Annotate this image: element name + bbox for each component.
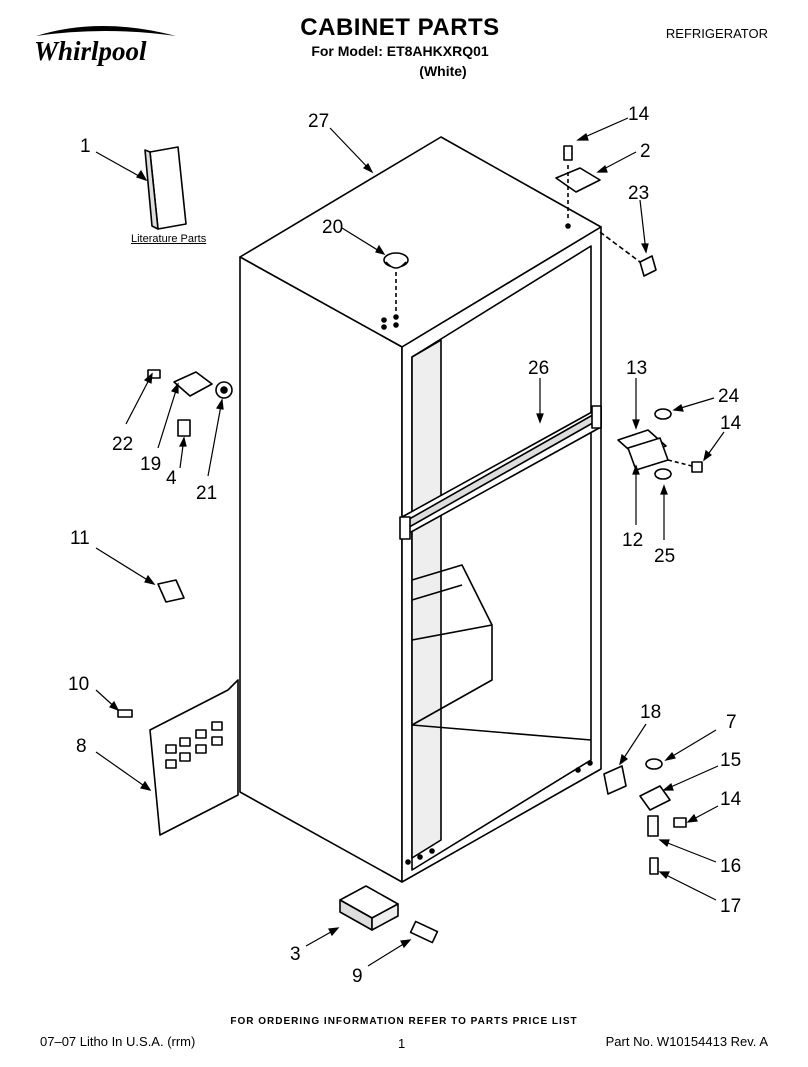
callout-12: 12: [622, 530, 643, 551]
callout-1: 1: [80, 136, 91, 157]
callout-14-center: 14: [720, 413, 742, 434]
callout-26: 26: [528, 358, 549, 379]
category-label: REFRIGERATOR: [665, 26, 768, 41]
cabinet-part: [239, 136, 602, 883]
hinge-cap-part: [599, 231, 657, 277]
callout-23: 23: [628, 183, 649, 204]
leveling-roller-part: [339, 885, 439, 944]
left-hinge-assembly-part: [147, 369, 233, 437]
page-number: 1: [398, 1036, 406, 1051]
callout-20: 20: [322, 217, 343, 238]
divider-rail-part: [399, 405, 602, 540]
color-line: (White): [419, 63, 467, 79]
callout-13: 13: [626, 358, 647, 379]
center-hinge-part: [617, 408, 703, 480]
page-title: CABINET PARTS: [300, 14, 500, 41]
callout-7: 7: [726, 712, 737, 733]
model-line: For Model: ET8AHKXRQ01: [311, 43, 489, 59]
whirlpool-logo: Whirlpool: [30, 22, 180, 70]
callout-22: 22: [112, 434, 133, 455]
bottom-hinge-part: [603, 758, 687, 875]
toe-grille-part: [117, 679, 239, 836]
callout-24: 24: [718, 386, 740, 407]
top-plug-part: [383, 252, 409, 312]
callout-8: 8: [76, 736, 87, 757]
callout-25: 25: [654, 546, 675, 567]
callout-16: 16: [720, 856, 741, 877]
ordering-note: FOR ORDERING INFORMATION REFER TO PARTS …: [230, 1016, 578, 1027]
litho-info: 07–07 Litho In U.S.A. (rrm): [40, 1034, 196, 1049]
top-hinge-part: [555, 145, 601, 220]
callout-18: 18: [640, 702, 661, 723]
part-number: Part No. W10154413 Rev. A: [605, 1034, 768, 1049]
callout-11: 11: [70, 528, 90, 549]
callout-17: 17: [720, 896, 741, 917]
callout-3: 3: [290, 944, 301, 965]
callout-4: 4: [166, 468, 177, 489]
literature-parts-label: Literature Parts: [131, 233, 207, 245]
callout-19: 19: [140, 454, 161, 475]
callout-15: 15: [720, 750, 741, 771]
clip-part: [157, 579, 185, 603]
brand-name: Whirlpool: [34, 36, 147, 66]
callout-21: 21: [196, 483, 217, 504]
callout-14-top: 14: [628, 104, 650, 125]
literature-booklet-part: [144, 146, 187, 230]
callout-9: 9: [352, 966, 363, 987]
callout-10: 10: [68, 674, 89, 695]
callout-27: 27: [308, 111, 329, 132]
logo-swoosh-icon: Whirlpool: [34, 26, 176, 66]
callout-2: 2: [640, 141, 651, 162]
callout-14-bottom: 14: [720, 789, 742, 810]
